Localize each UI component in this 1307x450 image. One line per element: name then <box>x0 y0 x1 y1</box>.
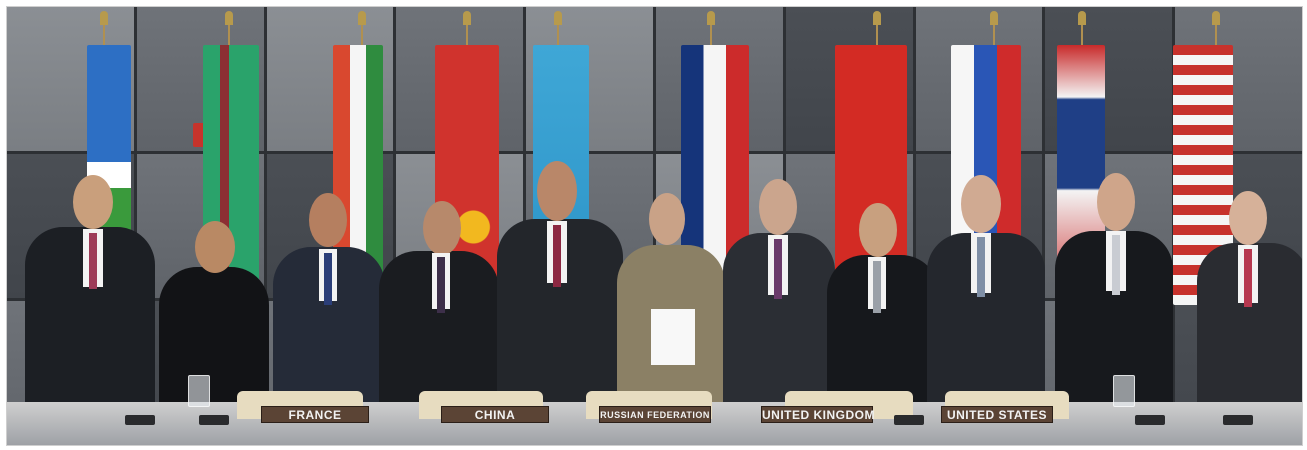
microphone <box>1223 415 1253 425</box>
person-head <box>195 221 235 273</box>
person-head <box>537 161 577 221</box>
person-tie <box>437 257 445 313</box>
flag-finial <box>1212 11 1220 25</box>
nameplate-china: CHINA <box>441 406 549 423</box>
nameplate-united-states: UNITED STATES <box>941 406 1053 423</box>
nameplate-russian-federation: RUSSIAN FEDERATION <box>599 406 711 423</box>
person-head <box>759 179 797 235</box>
flag-finial <box>225 11 233 25</box>
person-tie <box>324 253 332 305</box>
person-tie <box>1112 235 1120 295</box>
microphone <box>125 415 155 425</box>
person-head <box>73 175 113 229</box>
person-tie <box>553 225 561 287</box>
person-tie <box>774 239 782 299</box>
flag-finial <box>100 11 108 25</box>
flag-finial <box>463 11 471 25</box>
microphone <box>1135 415 1165 425</box>
person-tie <box>873 261 881 313</box>
microphone <box>199 415 229 425</box>
person-head <box>649 193 685 245</box>
person-tie <box>977 237 985 297</box>
flag-finial <box>990 11 998 25</box>
flag-finial <box>873 11 881 25</box>
nameplate-united-kingdom: UNITED KINGDOM <box>761 406 875 423</box>
flag-finial <box>707 11 715 25</box>
person-head <box>859 203 897 257</box>
person-head <box>1229 191 1267 245</box>
person-tie <box>89 233 97 289</box>
water-glass <box>1113 375 1135 407</box>
flag-finial <box>554 11 562 25</box>
nameplate-france: FRANCE <box>261 406 369 423</box>
person-head <box>1097 173 1135 231</box>
photo-frame: FRANCE CHINA RUSSIAN FEDERATION UNITED K… <box>6 6 1303 446</box>
flag-finial <box>1078 11 1086 25</box>
person-tie <box>1244 249 1252 307</box>
water-glass <box>188 375 210 407</box>
person-head <box>423 201 461 255</box>
person-head <box>309 193 347 247</box>
person-head <box>961 175 1001 233</box>
microphone <box>894 415 924 425</box>
flag-finial <box>358 11 366 25</box>
person-document <box>651 309 695 365</box>
